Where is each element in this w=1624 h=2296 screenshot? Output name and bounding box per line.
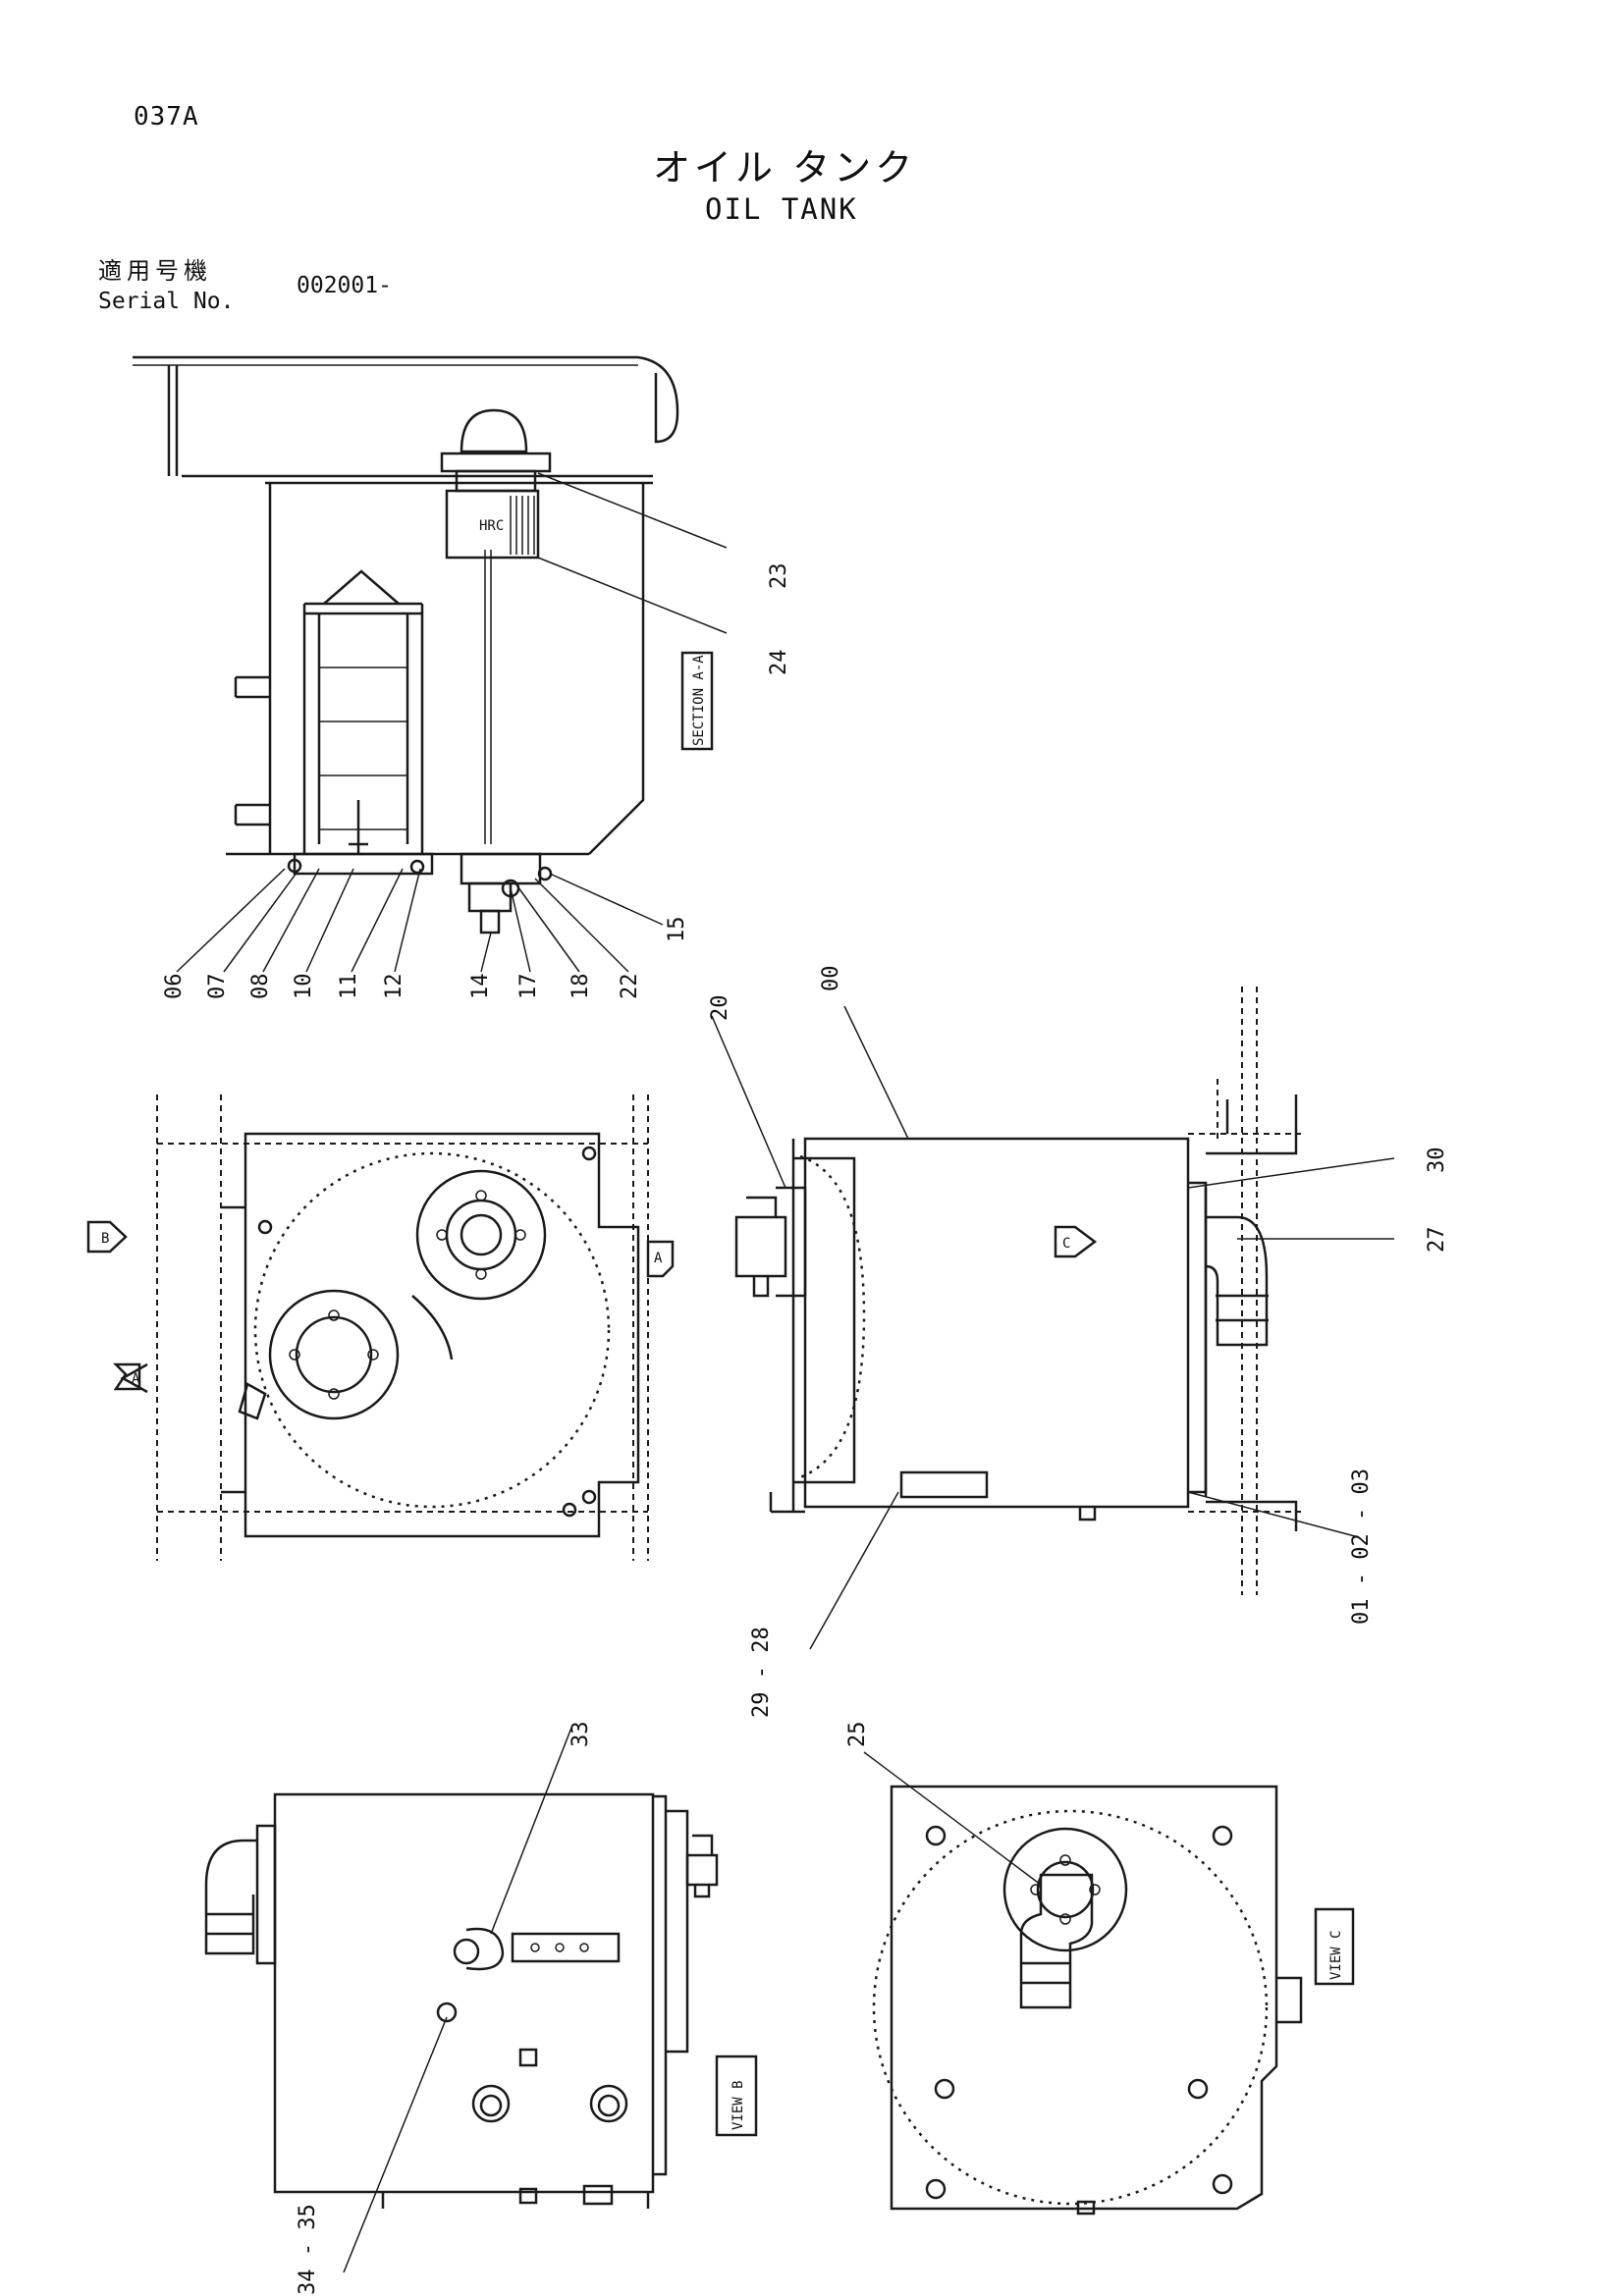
callout-12: 12 <box>382 974 406 1000</box>
callout-01: 01 - 02 - 03 <box>1349 1468 1374 1625</box>
section-label: SECTION A-A <box>691 655 707 746</box>
callout-17: 17 <box>516 974 541 1000</box>
callout-20: 20 <box>708 995 732 1022</box>
view-c-label: VIEW C <box>1328 1930 1344 1980</box>
callout-11: 11 <box>337 974 361 1000</box>
part-callouts: 23 24 06 07 08 10 11 12 14 17 18 22 15 2… <box>162 563 1449 2296</box>
serial-label-japanese: 適用号機 <box>98 257 212 285</box>
callout-25: 25 <box>845 1722 870 1748</box>
serial-number-value: 002001- <box>297 273 392 298</box>
svg-text:B: B <box>101 1231 109 1247</box>
callout-14: 14 <box>468 974 493 1000</box>
svg-text:A: A <box>132 1371 140 1387</box>
view-b-label: VIEW B <box>731 2080 746 2130</box>
section-a-a-leaders <box>176 472 728 973</box>
side-view <box>734 987 1301 1595</box>
callout-34: 34 - 35 <box>296 2204 320 2295</box>
callout-28: 29 - 28 <box>749 1627 774 1718</box>
callout-22: 22 <box>618 974 642 1000</box>
callout-33: 33 <box>568 1722 593 1748</box>
view-arrow-a-right: A <box>646 1240 675 1278</box>
svg-text:C: C <box>1062 1236 1070 1252</box>
callout-30: 30 <box>1425 1148 1449 1174</box>
callout-08: 08 <box>248 974 273 1000</box>
top-view <box>156 1095 649 1561</box>
view-arrow-b: B <box>86 1220 128 1254</box>
callout-06: 06 <box>162 974 187 1000</box>
title-japanese: オイル タンク <box>653 146 917 189</box>
svg-text:A: A <box>654 1251 663 1266</box>
serial-label-english: Serial No. <box>98 289 235 314</box>
title-english: OIL TANK <box>705 192 858 226</box>
view-arrow-a-left: A <box>112 1362 148 1394</box>
callout-10: 10 <box>292 974 316 1000</box>
view-b: VIEW B <box>204 1727 758 2273</box>
view-arrow-c: C <box>1054 1225 1098 1258</box>
callout-00: 00 <box>819 966 843 992</box>
callout-24: 24 <box>767 650 791 676</box>
page-number: 037A <box>134 102 199 132</box>
callout-18: 18 <box>568 974 593 1000</box>
callout-15: 15 <box>665 917 689 943</box>
callout-27: 27 <box>1425 1227 1449 1254</box>
view-c: VIEW C <box>863 1751 1355 2216</box>
filter-tag: HRC <box>479 518 504 534</box>
side-view-leaders <box>711 1005 1395 1650</box>
callout-07: 07 <box>205 974 230 1000</box>
section-a-a-view: HRC SECTION A-A <box>133 355 714 934</box>
callout-23: 23 <box>767 563 791 590</box>
